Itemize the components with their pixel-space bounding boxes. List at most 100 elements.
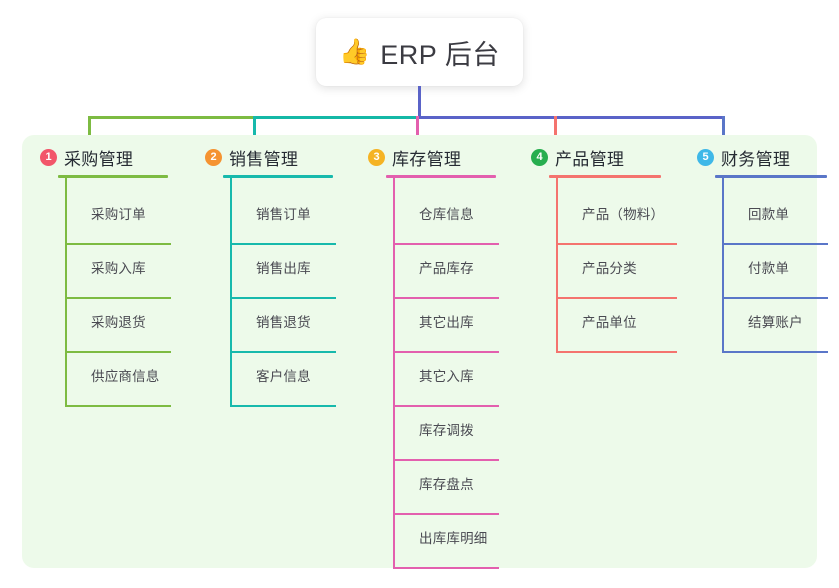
leaf-label: 其它出库	[419, 315, 474, 330]
leaf-node[interactable]: 采购订单	[65, 191, 171, 245]
column-title-5: 财务管理	[721, 150, 791, 169]
column-header-rule-5	[715, 175, 827, 178]
column-header-1[interactable]: 1 采购管理	[40, 145, 133, 170]
leaf-label: 供应商信息	[91, 369, 160, 384]
connector-drop-5	[722, 116, 725, 148]
column-badge-5: 5	[697, 149, 714, 166]
leaf-label: 库存盘点	[419, 477, 474, 492]
leaf-label: 采购订单	[91, 207, 146, 222]
leaf-label: 库存调拨	[419, 423, 474, 438]
leaf-node[interactable]: 销售退货	[230, 299, 336, 353]
leaf-label: 其它入库	[419, 369, 474, 384]
leaf-node[interactable]: 采购退货	[65, 299, 171, 353]
column-header-rule-2	[223, 175, 333, 178]
leaf-label: 付款单	[748, 261, 790, 276]
connector-drop-1	[88, 116, 91, 148]
leaf-label: 产品单位	[582, 315, 637, 330]
page-title: ERP 后台	[380, 39, 500, 70]
column-spine-5	[722, 178, 724, 353]
thumbs-up-icon: 👍	[339, 37, 371, 66]
column-title-1: 采购管理	[64, 150, 134, 169]
column-header-2[interactable]: 2 销售管理	[205, 145, 298, 170]
leaf-label: 回款单	[748, 207, 790, 222]
column-badge-4: 4	[531, 149, 548, 166]
leaf-rule	[230, 297, 336, 299]
leaf-label: 产品分类	[582, 261, 637, 276]
leaf-node[interactable]: 库存调拨	[393, 407, 499, 461]
leaf-rule	[556, 243, 677, 245]
column-spine-4	[556, 178, 558, 353]
leaf-node[interactable]: 库存盘点	[393, 461, 499, 515]
leaf-rule	[230, 243, 336, 245]
column-header-rule-4	[549, 175, 661, 178]
leaf-node[interactable]: 付款单	[722, 245, 828, 299]
leaf-node[interactable]: 其它出库	[393, 299, 499, 353]
column-title-4: 产品管理	[555, 150, 625, 169]
leaf-rule	[65, 297, 171, 299]
column-title-2: 销售管理	[229, 150, 299, 169]
leaf-label: 销售订单	[256, 207, 311, 222]
leaf-rule	[722, 243, 828, 245]
connector-bus-segment-1	[88, 116, 255, 119]
column-badge-2: 2	[205, 149, 222, 166]
leaf-label: 仓库信息	[419, 207, 474, 222]
leaf-node[interactable]: 客户信息	[230, 353, 336, 407]
column-badge-1: 1	[40, 149, 57, 166]
leaf-rule	[393, 351, 499, 353]
leaf-rule	[556, 297, 677, 299]
column-header-rule-1	[58, 175, 168, 178]
leaf-rule	[230, 351, 336, 353]
column-header-5[interactable]: 5 财务管理	[697, 145, 790, 170]
leaf-rule	[722, 297, 828, 299]
column-header-4[interactable]: 4 产品管理	[531, 145, 624, 170]
connector-drop-3	[416, 116, 419, 148]
connector-bus-segment-2	[253, 116, 420, 119]
column-spine-3	[393, 178, 395, 569]
connector-drop-4	[554, 116, 557, 148]
column-badge-3: 3	[368, 149, 385, 166]
leaf-label: 客户信息	[256, 369, 311, 384]
column-header-3[interactable]: 3 库存管理	[368, 145, 461, 170]
leaf-rule	[393, 459, 499, 461]
leaf-rule	[65, 351, 171, 353]
leaf-node[interactable]: 供应商信息	[65, 353, 171, 407]
leaf-node[interactable]: 出库库明细	[393, 515, 499, 569]
leaf-label: 销售出库	[256, 261, 311, 276]
leaf-node[interactable]: 其它入库	[393, 353, 499, 407]
leaf-label: 采购退货	[91, 315, 146, 330]
leaf-rule	[556, 351, 677, 353]
leaf-rule	[65, 405, 171, 407]
leaf-label: 产品库存	[419, 261, 474, 276]
column-header-rule-3	[386, 175, 496, 178]
leaf-rule	[393, 243, 499, 245]
leaf-label: 结算账户	[748, 315, 803, 330]
leaf-rule	[65, 243, 171, 245]
leaf-label: 采购入库	[91, 261, 146, 276]
leaf-node[interactable]: 采购入库	[65, 245, 171, 299]
leaf-rule	[393, 405, 499, 407]
leaf-node[interactable]: 销售订单	[230, 191, 336, 245]
leaf-node[interactable]: 产品单位	[556, 299, 677, 353]
leaf-rule	[722, 351, 828, 353]
leaf-label: 出库库明细	[419, 531, 488, 546]
leaf-node[interactable]: 回款单	[722, 191, 828, 245]
column-spine-2	[230, 178, 232, 407]
leaf-rule	[230, 405, 336, 407]
connector-drop-2	[253, 116, 256, 148]
column-title-3: 库存管理	[392, 150, 462, 169]
leaf-rule	[393, 567, 499, 569]
title-card: 👍 ERP 后台	[316, 18, 523, 86]
connector-stem	[418, 86, 421, 119]
leaf-label: 产品（物料）	[582, 207, 665, 222]
leaf-rule	[393, 297, 499, 299]
leaf-node[interactable]: 销售出库	[230, 245, 336, 299]
leaf-node[interactable]: 仓库信息	[393, 191, 499, 245]
leaf-node[interactable]: 产品库存	[393, 245, 499, 299]
leaf-node[interactable]: 产品分类	[556, 245, 677, 299]
column-spine-1	[65, 178, 67, 407]
leaf-node[interactable]: 产品（物料）	[556, 191, 677, 245]
leaf-label: 销售退货	[256, 315, 311, 330]
connector-bus-segment-3	[418, 116, 725, 119]
leaf-rule	[393, 513, 499, 515]
leaf-node[interactable]: 结算账户	[722, 299, 828, 353]
